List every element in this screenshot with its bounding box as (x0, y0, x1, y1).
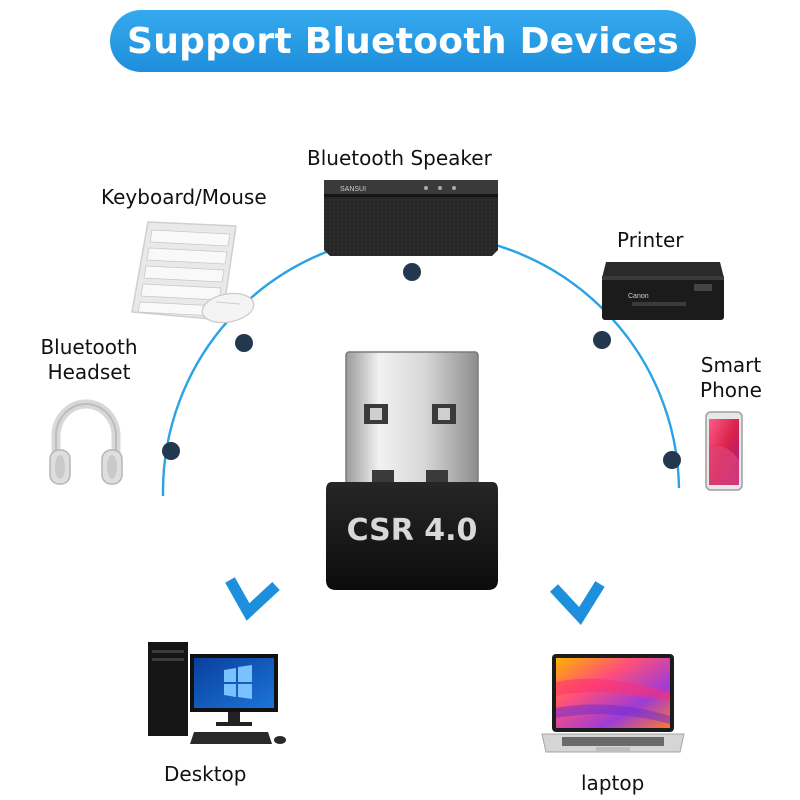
phone-label: Smart Phone (690, 353, 772, 403)
speaker-brand: SANSUI (340, 186, 366, 193)
keyboard-mouse-label: Keyboard/Mouse (101, 185, 267, 209)
printer-label: Printer (617, 228, 684, 252)
desktop-label: Desktop (164, 762, 247, 786)
left-arrow-down-icon (225, 577, 280, 621)
arc-dot-speaker (403, 263, 421, 281)
usb-dongle: CSR 4.0 (326, 351, 498, 590)
headset-icon (49, 399, 123, 485)
headset-label: Bluetooth Headset (36, 335, 142, 385)
laptop-label: laptop (581, 771, 645, 795)
keyboard-mouse-icon (131, 221, 255, 324)
phone-label-line2: Phone (700, 378, 762, 402)
arc-dot-printer (593, 331, 611, 349)
arc-dot-phone (663, 451, 681, 469)
speaker-label: Bluetooth Speaker (307, 146, 492, 170)
smartphone-icon (705, 411, 743, 491)
laptop-icon (541, 654, 685, 753)
printer-icon: Canon (602, 262, 724, 320)
printer-brand: Canon (628, 293, 649, 300)
bluetooth-speaker-icon: SANSUI (324, 180, 498, 256)
title-banner: Support Bluetooth Devices (110, 10, 696, 72)
arc-dot-keyboard (235, 334, 253, 352)
phone-label-line1: Smart (700, 353, 762, 377)
arc-dot-headset (162, 442, 180, 460)
dongle-body (326, 482, 498, 590)
banner-title: Support Bluetooth Devices (127, 20, 679, 62)
headset-label-line2: Headset (47, 360, 131, 384)
desktop-computer-icon (148, 642, 286, 744)
headset-label-line1: Bluetooth (40, 335, 138, 359)
dongle-label: CSR 4.0 (347, 513, 478, 548)
right-arrow-down-icon (549, 581, 605, 626)
